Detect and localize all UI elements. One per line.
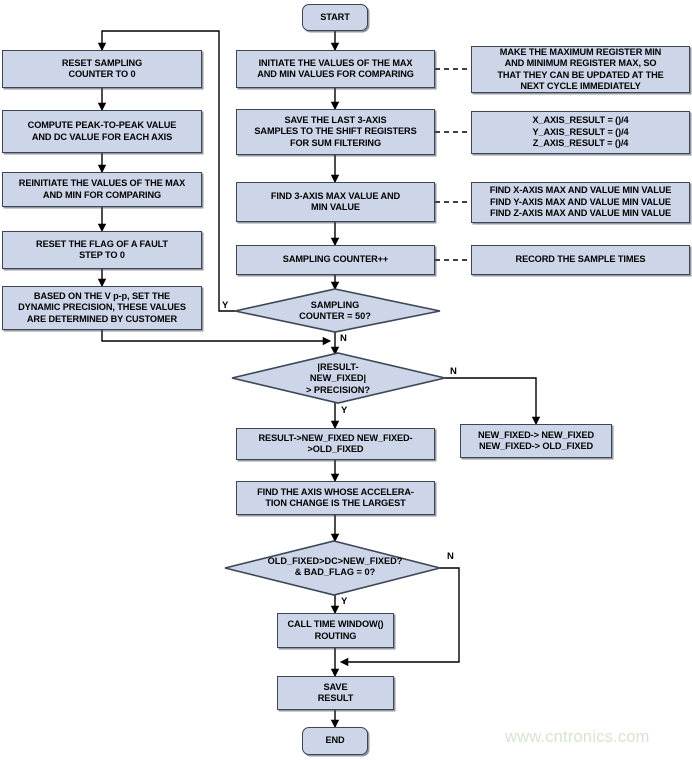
decision-shape-oldfixed <box>224 540 441 596</box>
node-find-axis-largest-change-label: FIND THE AXIS WHOSE ACCELERA- TION CHANG… <box>257 486 414 509</box>
node-reset-sampling-counter[interactable]: RESET SAMPLING COUNTER TO 0 <box>2 50 202 88</box>
node-reset-fault-flag-label: RESET THE FLAG OF A FAULT STEP TO 0 <box>36 238 168 261</box>
node-save-result-label: SAVE RESULT <box>317 681 354 704</box>
watermark-text: www.cntronics.com <box>505 728 650 746</box>
node-initiate-max-min[interactable]: INITIATE THE VALUES OF THE MAX AND MIN V… <box>236 50 435 88</box>
note-find-axis-max-min-label: FIND X-AXIS MAX AND VALUE MIN VALUE FIND… <box>489 185 672 219</box>
node-save-last-3axis-label: SAVE THE LAST 3-AXIS SAMPLES TO THE SHIF… <box>254 114 417 148</box>
node-find-axis-largest-change[interactable]: FIND THE AXIS WHOSE ACCELERA- TION CHANG… <box>236 481 435 515</box>
node-reinitiate-max-min[interactable]: REINITIATE THE VALUES OF THE MAX AND MIN… <box>2 172 202 207</box>
connector-decision2-no <box>445 377 541 426</box>
node-sampling-counter-increment-label: SAMPLING COUNTER++ <box>282 254 389 265</box>
node-start-label: START <box>320 11 350 22</box>
branch-label-decision2-no: N <box>450 366 457 377</box>
node-reset-sampling-counter-label: RESET SAMPLING COUNTER TO 0 <box>61 57 143 80</box>
node-initiate-max-min-label: INITIATE THE VALUES OF THE MAX AND MIN V… <box>257 57 414 80</box>
note-make-max-register-min: MAKE THE MAXIMUM REGISTER MIN AND MINIMU… <box>471 46 690 93</box>
note-axis-result-formula-label: X_AXIS_RESULT = ()/4 Y_AXIS_RESULT = ()/… <box>532 115 629 149</box>
node-find-3axis-max-min[interactable]: FIND 3-AXIS MAX VALUE AND MIN VALUE <box>236 182 435 222</box>
node-start[interactable]: START <box>302 4 368 31</box>
note-record-sample-times-label: RECORD THE SAMPLE TIMES <box>515 254 646 265</box>
node-compute-peak-to-peak-label: COMPUTE PEAK-TO-PEAK VALUE AND DC VALUE … <box>27 120 177 142</box>
node-end[interactable]: END <box>302 727 368 755</box>
node-result-to-newfixed-label: RESULT->NEW_FIXED NEW_FIXED- >OLD_FIXED <box>258 432 413 455</box>
node-reinitiate-max-min-label: REINITIATE THE VALUES OF THE MAX AND MIN… <box>18 178 186 200</box>
node-compute-peak-to-peak[interactable]: COMPUTE PEAK-TO-PEAK VALUE AND DC VALUE … <box>2 110 202 153</box>
node-dynamic-precision[interactable]: BASED ON THE V p-p, SET THE DYNAMIC PREC… <box>2 286 202 330</box>
node-save-result[interactable]: SAVE RESULT <box>277 676 394 710</box>
node-sampling-counter-increment[interactable]: SAMPLING COUNTER++ <box>236 245 435 275</box>
branch-label-decision1-yes: Y <box>222 300 229 311</box>
branch-label-decision2-yes: Y <box>341 405 348 416</box>
node-reset-fault-flag[interactable]: RESET THE FLAG OF A FAULT STEP TO 0 <box>2 231 202 269</box>
branch-label-decision1-no: N <box>340 333 347 344</box>
branch-label-decision3-yes: Y <box>341 596 348 607</box>
note-axis-result-formula: X_AXIS_RESULT = ()/4 Y_AXIS_RESULT = ()/… <box>471 111 690 154</box>
connector-decision1-yes-loop <box>97 30 235 312</box>
node-dynamic-precision-label: BASED ON THE V p-p, SET THE DYNAMIC PREC… <box>18 290 186 324</box>
decision-shape-precision <box>231 352 446 404</box>
node-call-time-window-label: CALL TIME WINDOW() ROUTING <box>287 619 384 641</box>
node-call-time-window[interactable]: CALL TIME WINDOW() ROUTING <box>277 613 394 648</box>
note-record-sample-times: RECORD THE SAMPLE TIMES <box>471 245 690 275</box>
node-end-label: END <box>325 735 345 746</box>
node-result-to-newfixed[interactable]: RESULT->NEW_FIXED NEW_FIXED- >OLD_FIXED <box>236 428 435 460</box>
branch-label-decision3-no: N <box>447 551 454 562</box>
note-make-max-register-min-label: MAKE THE MAXIMUM REGISTER MIN AND MINIMU… <box>497 46 664 92</box>
node-find-3axis-max-min-label: FIND 3-AXIS MAX VALUE AND MIN VALUE <box>270 190 401 213</box>
node-newfixed-to-oldfixed-label: NEW_FIXED-> NEW_FIXED NEW_FIXED-> OLD_FI… <box>477 429 595 452</box>
node-newfixed-to-oldfixed[interactable]: NEW_FIXED-> NEW_FIXED NEW_FIXED-> OLD_FI… <box>460 424 612 458</box>
decision-shape-sampling-counter <box>234 288 441 333</box>
connector-decision3-no-bypass <box>339 567 460 667</box>
note-find-axis-max-min: FIND X-AXIS MAX AND VALUE MIN VALUE FIND… <box>471 182 690 223</box>
connector-left-bottom-to-main <box>101 330 332 346</box>
node-save-last-3axis[interactable]: SAVE THE LAST 3-AXIS SAMPLES TO THE SHIF… <box>236 109 435 155</box>
